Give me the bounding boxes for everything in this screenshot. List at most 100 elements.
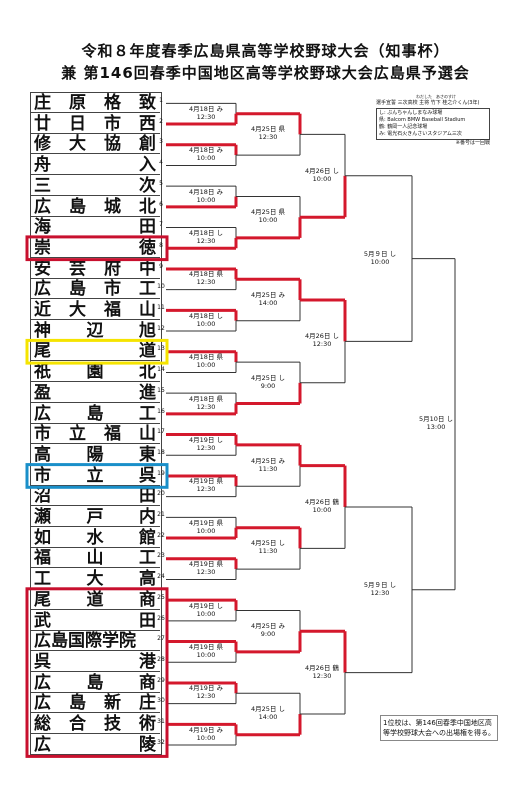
match-date: 4月26日 鶴 [305, 663, 339, 672]
venue-item: 県: Balcom BMW Baseball Stadium [379, 117, 466, 123]
page-subtitle: 兼 第146回春季中国地区高等学校野球大会広島県予選会 [61, 64, 470, 82]
team-name-char: 瀬 [34, 507, 51, 527]
match-time: 10:00 [196, 609, 216, 618]
team-name-char: 崇 [34, 237, 51, 258]
team-name-char: 田 [139, 610, 156, 631]
team-row: 庄原格致 [30, 93, 160, 113]
team-name-char: 山 [139, 424, 156, 445]
team-row: 尾道 [30, 341, 160, 362]
match-date: 4月19日 み [189, 725, 223, 734]
team-name-char: 旭 [139, 320, 156, 341]
team-name-char: 港 [139, 651, 156, 672]
match-time: 10:00 [312, 174, 332, 183]
team-row: 修大協創 [30, 134, 160, 155]
match-date: 4月26日 し [305, 332, 339, 341]
match-time: 10:00 [196, 195, 216, 204]
highlight-box-yellow [25, 338, 169, 365]
team-name-char: 陵 [139, 734, 156, 755]
team-row: 近大福山 [30, 300, 160, 320]
team-row: 舟入 [30, 155, 160, 176]
team-name-char: 館 [139, 527, 156, 548]
draw-number: 13 [157, 345, 165, 353]
team-name-char: 府 [104, 258, 121, 279]
team-name-char: 福 [104, 424, 121, 445]
draw-number: 15 [157, 386, 165, 394]
match-time: 9:00 [260, 630, 276, 639]
match-date: 4月18日 県 [189, 270, 223, 279]
match-time: 10:00 [258, 216, 278, 225]
team-name-char: 神 [34, 320, 51, 341]
team-name-char: 島 [69, 693, 86, 714]
team-name-char: 広 [34, 672, 51, 693]
team-name-char: 福 [104, 300, 121, 320]
match-date: 4月19日 県 [189, 560, 223, 569]
team-name-char: 市 [34, 465, 51, 486]
team-row: 広島城北 [30, 197, 160, 217]
team-row: 市立福山 [30, 424, 160, 445]
highlight-box-red [25, 235, 169, 262]
match-date: 5月９日 し [363, 580, 397, 589]
draw-number: 31 [157, 718, 165, 725]
draw-number: 16 [157, 407, 165, 415]
team-name-char: 技 [104, 714, 121, 734]
match-date: 4月18日 県 [189, 353, 223, 362]
team-name-char: 市 [104, 279, 121, 300]
match-time: 12:30 [196, 112, 216, 121]
legend: わだした あさのすけ 選手宣誓 三次高校 主将 竹下 桂之介くん(3年) し: … [376, 93, 490, 147]
team-name-char: 致 [139, 93, 156, 113]
team-name-char: 広島国際学院 [34, 631, 136, 652]
team-name-char: 三 [34, 175, 51, 196]
draw-number: 7 [159, 221, 163, 229]
draw-number: 9 [159, 262, 163, 270]
match-time: 10:00 [196, 650, 216, 659]
team-name-char: 新 [104, 693, 121, 714]
team-row: 市立呉 [30, 466, 160, 486]
draw-number: 28 [157, 655, 165, 663]
team-name-char: 呉 [34, 651, 51, 672]
team-name-char: 進 [139, 382, 156, 403]
match-date: 4月26日 鶴 [305, 498, 339, 506]
team-name-char: 総 [34, 714, 51, 734]
team-name-char: 修 [34, 134, 51, 155]
legend-note: ※番号は一回戦 [455, 140, 490, 146]
team-name-char: 尾 [34, 341, 51, 362]
team-row: 呉港 [30, 652, 160, 672]
match-date: 4月19日 し [189, 435, 223, 444]
team-name-char: 東 [139, 444, 156, 465]
match-time: 12:30 [312, 671, 332, 680]
draw-number: 29 [157, 676, 165, 684]
draw-number: 10 [157, 283, 165, 291]
match-date: 4月25日 し [251, 539, 285, 548]
team-name-char: 中 [139, 258, 156, 279]
team-name-char: 西 [139, 113, 156, 134]
match-time: 9:00 [260, 381, 276, 390]
team-name-char: 合 [69, 714, 86, 734]
team-row: 神辺旭 [30, 321, 160, 341]
match-date: 4月25日 し [251, 705, 285, 713]
draw-number: 5 [159, 179, 163, 187]
draw-number: 12 [157, 324, 165, 332]
match-time: 10:00 [370, 257, 390, 266]
draw-number: 1 [159, 97, 163, 104]
team-name-char: 工 [139, 279, 156, 300]
page-title: 令和８年度春季広島県高等学校野球大会（知事杯） [81, 42, 450, 60]
draw-number: 30 [157, 697, 165, 705]
team-name-char: 大 [86, 569, 104, 590]
draw-number: 26 [157, 614, 165, 622]
highlight-box-blue [25, 463, 169, 489]
